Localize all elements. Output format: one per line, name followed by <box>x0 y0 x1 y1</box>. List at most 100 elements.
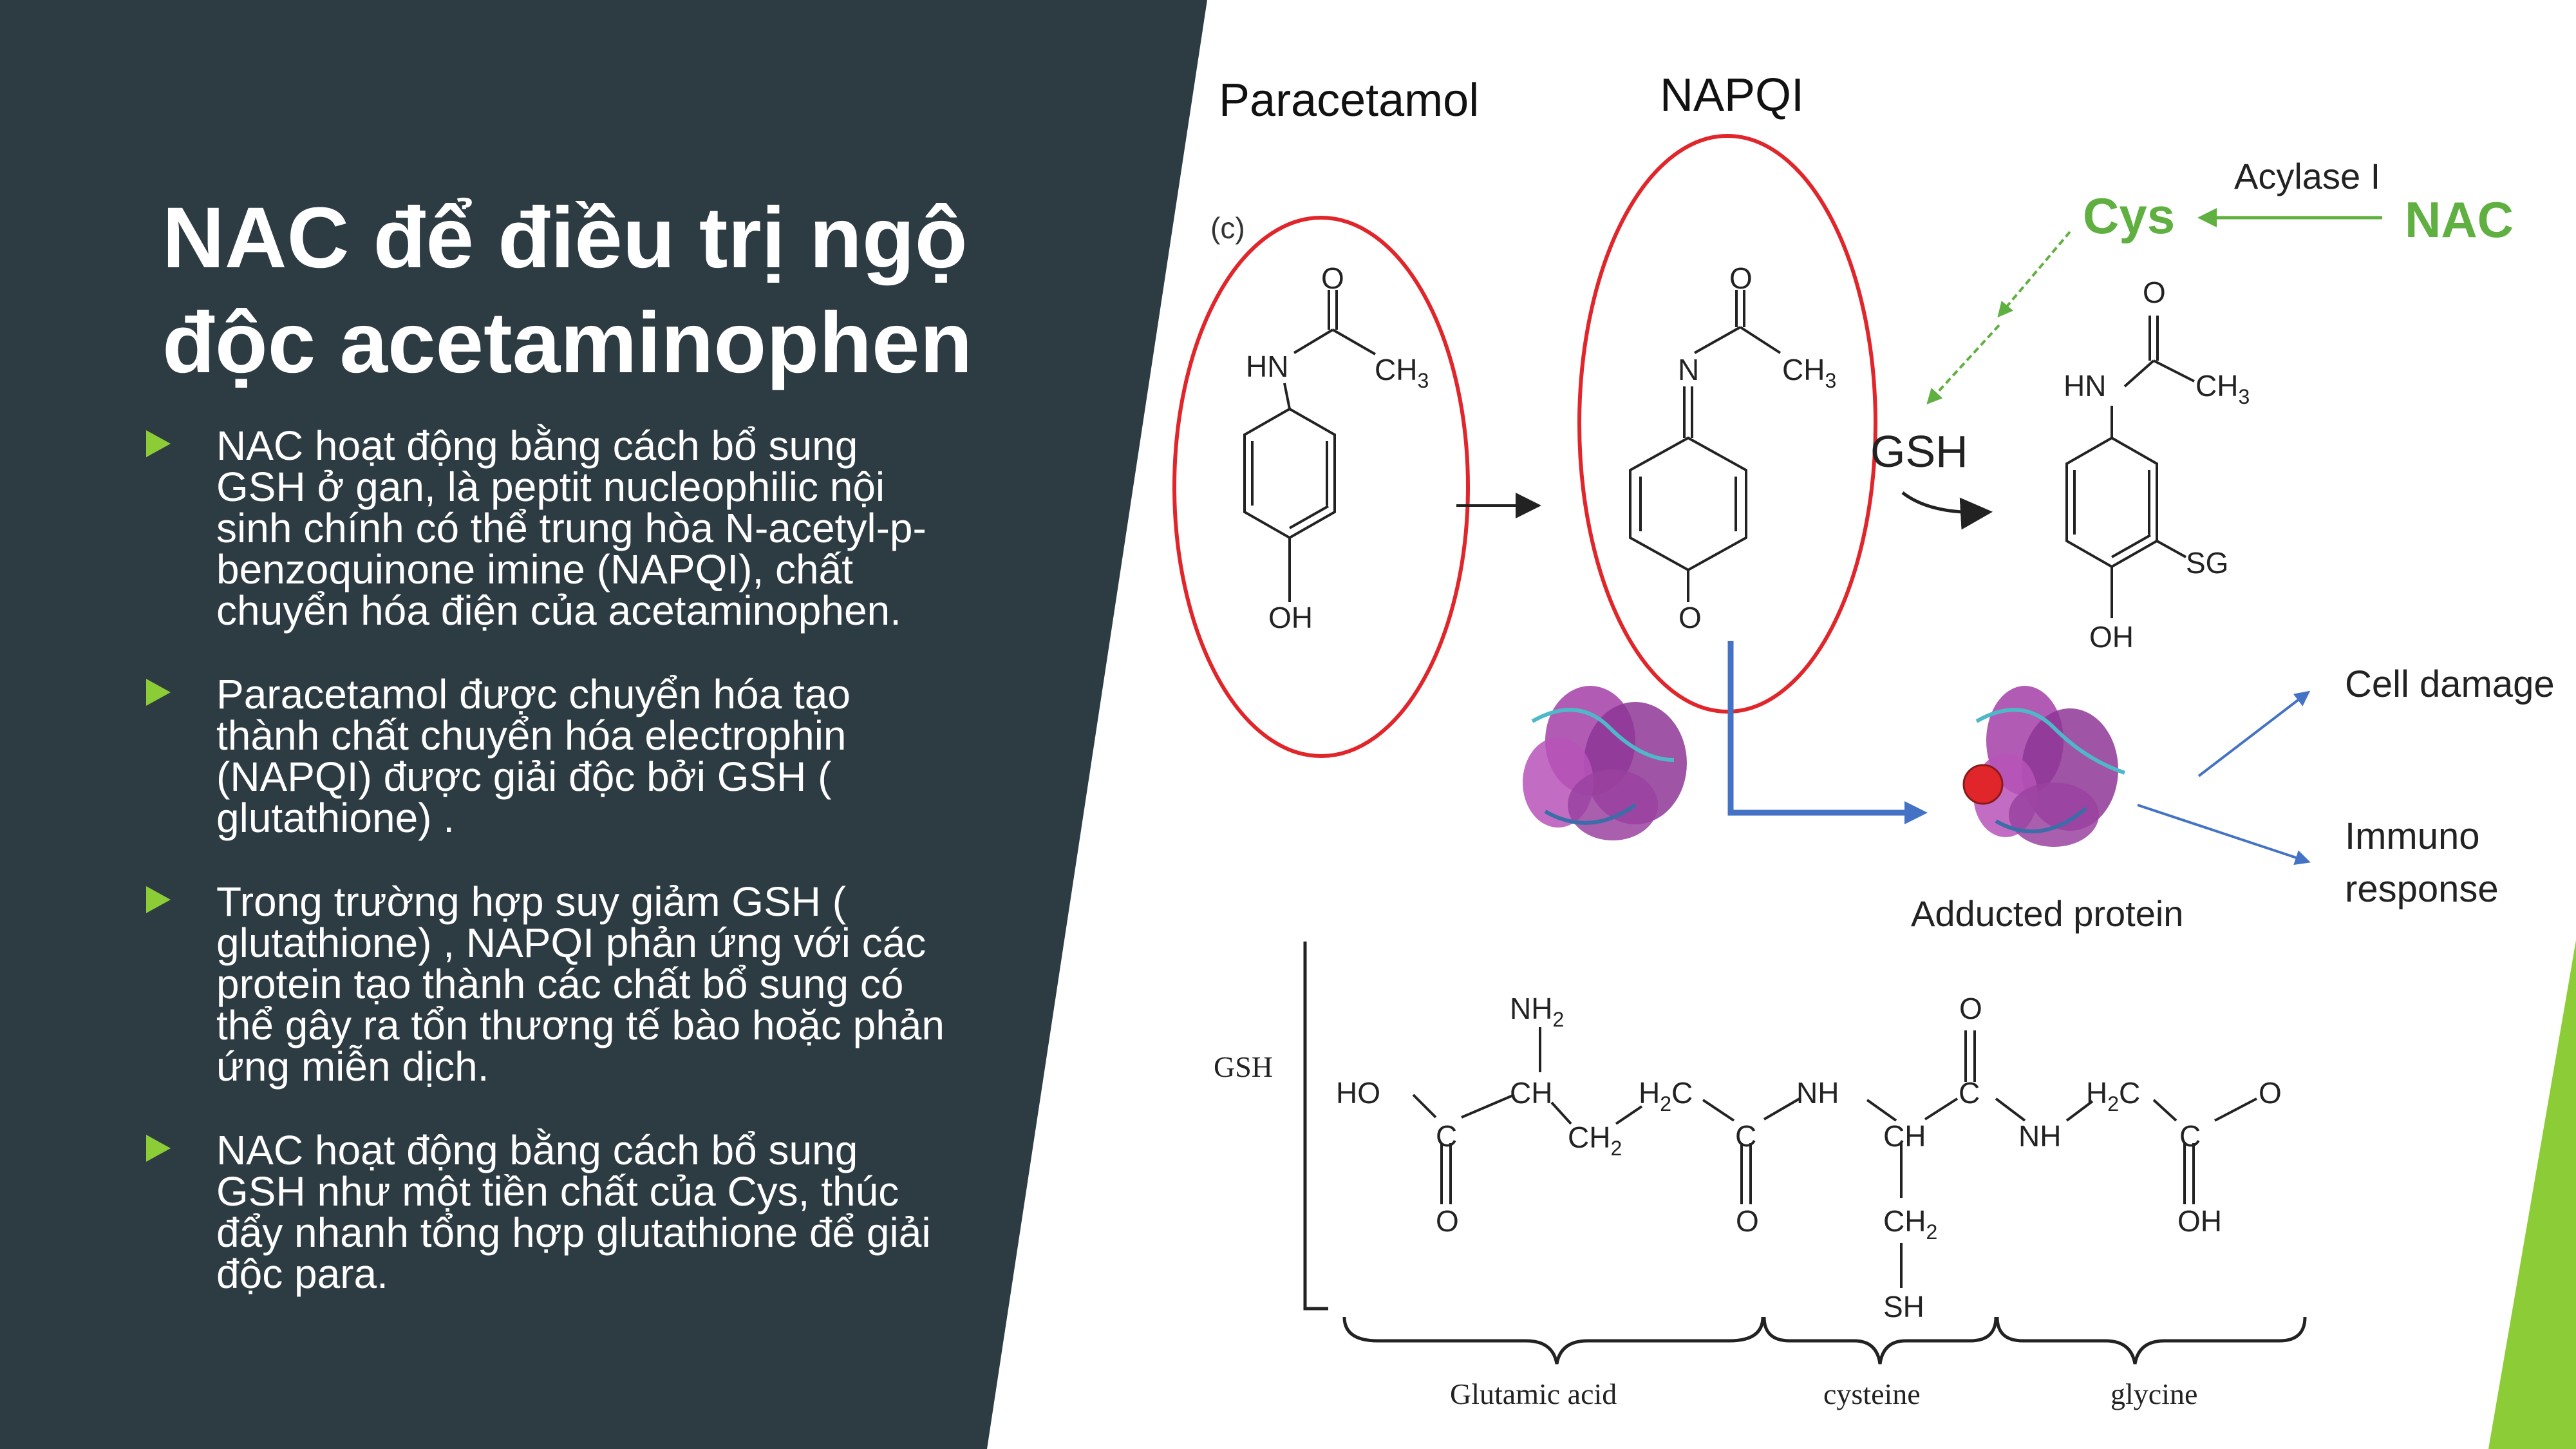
title-line-2: độc acetaminophen <box>162 295 973 391</box>
gsh-h2c-a: H2C <box>1639 1076 1693 1115</box>
acylase-label: Acylase I <box>2234 156 2380 196</box>
cell-damage-label: Cell damage <box>2345 663 2555 705</box>
title-line-1: NAC để điều trị ngộ <box>162 190 968 286</box>
protein-illustration-left <box>1523 686 1687 840</box>
ch3-sub: 3 <box>2238 385 2250 408</box>
napqi-o-top: O <box>1729 261 1753 295</box>
triangle-bullet-icon <box>146 886 171 913</box>
gsh-oh: OH <box>2177 1204 2222 1238</box>
cys-label: Cys <box>2083 187 2175 244</box>
gsh-o-right: O <box>2259 1076 2282 1110</box>
slide-title: NAC để điều trị ngộ độc acetaminophen <box>162 185 1128 395</box>
nac-label: NAC <box>2405 191 2514 248</box>
paracetamol-structure <box>1243 290 1376 602</box>
gsh-structure: GSH <box>1214 942 2307 1410</box>
paracetamol-oh: OH <box>1268 601 1313 634</box>
paracetamol-highlight-ellipse <box>1172 216 1470 758</box>
gsh-h2c-b: H2C <box>2086 1076 2140 1115</box>
sub2: 2 <box>1610 1137 1622 1160</box>
green-corner-accent <box>2488 940 2576 1449</box>
gsh-ch2-cys: CH2 <box>1883 1204 1937 1244</box>
napqi-o-bottom: O <box>1678 601 1702 634</box>
panel-letter: (c) <box>1210 211 1245 245</box>
gsh-ho: HO <box>1336 1076 1380 1110</box>
conjugate-sg: SG <box>2186 546 2228 580</box>
bullet-item: Paracetamol được chuyển hóa tạo thành ch… <box>145 674 950 838</box>
ch: CH <box>1568 1121 1610 1154</box>
bullet-item: NAC hoạt động bằng cách bổ sung GSH ở ga… <box>145 425 950 631</box>
ch3-sub: 3 <box>1825 369 1836 392</box>
immuno-label-line2: response <box>2345 868 2499 910</box>
conjugate-ch3: CH3 <box>2195 369 2250 408</box>
gsh-o-1: O <box>1436 1204 1459 1238</box>
bullet-item: NAC hoạt động bằng cách bổ sung GSH như … <box>145 1130 950 1294</box>
triangle-bullet-icon <box>146 430 171 457</box>
napqi-label: NAPQI <box>1660 70 1804 121</box>
nh: NH <box>1510 992 1552 1025</box>
ch: CH <box>1883 1204 1926 1238</box>
gsh-label: GSH <box>1870 426 1968 477</box>
gsh-conjugation-arrow <box>1901 491 1993 530</box>
to-cell-damage-arrow <box>2197 690 2311 777</box>
c: C <box>2119 1076 2140 1110</box>
bullet-text: NAC hoạt động bằng cách bổ sung GSH ở ga… <box>216 422 926 634</box>
h: H <box>2086 1076 2107 1110</box>
paracetamol-label: Paracetamol <box>1219 75 1479 126</box>
napqi-highlight-ellipse <box>1577 134 1877 714</box>
gsh-bonds <box>1412 1027 2257 1288</box>
gsh-c4: C <box>2179 1119 2201 1153</box>
sub2: 2 <box>1552 1008 1564 1031</box>
cys-to-gsh-arrow-2 <box>1926 324 2000 404</box>
triangle-bullet-icon <box>146 679 171 706</box>
paracetamol-ch3: CH3 <box>1375 353 1429 392</box>
gsh-braces <box>1342 1316 2307 1365</box>
ch3-ch: CH <box>2195 369 2238 402</box>
immuno-label-line1: Immuno <box>2345 815 2480 857</box>
gsh-o-2: O <box>1736 1204 1759 1238</box>
gsh-bracket <box>1303 942 1328 1311</box>
glycine-label: glycine <box>2111 1378 2197 1410</box>
gsh-ch-alpha: CH <box>1510 1076 1552 1110</box>
bullet-text: Trong trường hợp suy giảm GSH ( glutathi… <box>216 878 945 1090</box>
adduct-marker-dot <box>1962 764 2004 805</box>
gsh-c1: C <box>1436 1119 1457 1153</box>
napqi-n: N <box>1678 353 1699 386</box>
gsh-nh-a: NH <box>1796 1076 1839 1110</box>
gsh-sh: SH <box>1883 1290 1924 1323</box>
gsh-ch2-a: CH2 <box>1568 1121 1622 1160</box>
sub2: 2 <box>2107 1092 2119 1115</box>
bullet-list: NAC hoạt động bằng cách bổ sung GSH ở ga… <box>145 425 950 1337</box>
conjugate-o: O <box>2143 276 2166 309</box>
bullet-text: Paracetamol được chuyển hóa tạo thành ch… <box>216 671 851 841</box>
glutamic-acid-label: Glutamic acid <box>1450 1378 1617 1410</box>
h: H <box>1639 1076 1660 1110</box>
to-immuno-arrow <box>2137 804 2311 866</box>
gsh-o-top: O <box>1959 992 1982 1025</box>
napqi-structure <box>1629 290 1782 602</box>
paracetamol-hn: HN <box>1246 350 1288 383</box>
sub2: 2 <box>1926 1220 1937 1244</box>
ch3-ch: CH <box>1375 353 1417 386</box>
c: C <box>1671 1076 1693 1110</box>
napqi-to-protein-arrow <box>1727 641 1928 824</box>
protein-illustration-adducted <box>1973 686 2125 847</box>
cysteine-label: cysteine <box>1823 1378 1921 1410</box>
conjugate-hn: HN <box>2064 369 2106 402</box>
napqi-ch3: CH3 <box>1782 353 1836 392</box>
gsh-c3: C <box>1959 1076 1980 1110</box>
triangle-bullet-icon <box>146 1135 171 1162</box>
gsh-nh-b: NH <box>2018 1119 2061 1153</box>
adducted-protein-label: Adducted protein <box>1911 893 2183 934</box>
bullet-item: Trong trường hợp suy giảm GSH ( glutathi… <box>145 881 950 1087</box>
sub2: 2 <box>1660 1092 1671 1115</box>
cys-to-gsh-arrow-1 <box>1997 231 2071 318</box>
gsh-ch-cys: CH <box>1883 1119 1926 1153</box>
ch3-sub: 3 <box>1417 369 1429 392</box>
bullet-text: NAC hoạt động bằng cách bổ sung GSH như … <box>216 1127 931 1297</box>
conjugate-oh: OH <box>2089 620 2134 654</box>
gsh-structure-label: GSH <box>1214 1050 1273 1083</box>
gsh-nh2: NH2 <box>1510 992 1564 1031</box>
